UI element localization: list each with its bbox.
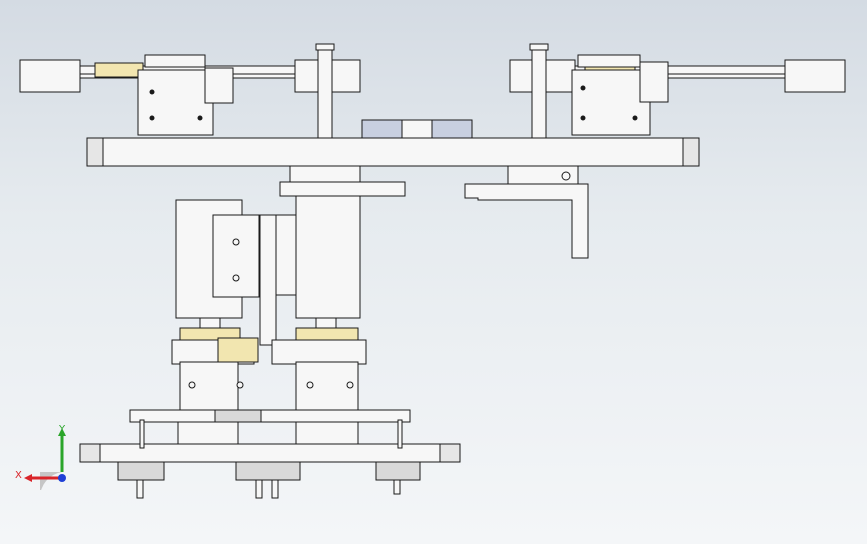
- foot-pin-4: [393, 479, 401, 495]
- upper-mount-plate: [129, 409, 411, 423]
- foot-pin-2: [255, 479, 263, 499]
- right-guide-frame: [271, 339, 367, 365]
- left-hub-collar: [289, 165, 361, 185]
- left-hub-flange: [279, 181, 406, 197]
- x-arrow-head: [24, 474, 32, 482]
- main-beam-right-cap: [682, 137, 700, 167]
- right-gripper-hole-3: [632, 115, 638, 121]
- foot-pin-1: [136, 479, 144, 499]
- left-arm-end-block: [19, 59, 81, 93]
- left-gripper-hole-3: [197, 115, 203, 121]
- guide-pin-left: [139, 419, 145, 449]
- left-arm-cream-slider: [94, 62, 144, 78]
- left-arm-assembly: [19, 54, 361, 136]
- left-gripper-hole-1: [149, 89, 155, 95]
- y-arrow-head: [58, 428, 66, 436]
- right-gripper-top: [577, 54, 641, 68]
- right-gripper-housing: [571, 69, 651, 136]
- right-shaft: [531, 45, 547, 139]
- hub-block-2: [401, 119, 433, 139]
- right-slide-screw-1: [306, 381, 314, 389]
- left-lower-body: [177, 421, 239, 445]
- right-arm-assembly: [509, 54, 846, 136]
- x-axis-label: X: [15, 470, 22, 481]
- center-cylinder-body: [295, 195, 361, 319]
- base-plate-left-cap: [79, 443, 101, 463]
- hub-block-3: [431, 119, 473, 139]
- main-beam: [86, 137, 700, 167]
- right-arm-end-block: [784, 59, 846, 93]
- left-rod-pair: [199, 317, 221, 329]
- foot-block-1: [117, 461, 165, 481]
- center-column: [275, 214, 297, 296]
- triad-quadrant: [39, 472, 62, 490]
- guide-pin-right: [397, 419, 403, 449]
- center-rod-pair: [315, 317, 337, 329]
- left-gripper-side: [204, 67, 234, 104]
- upper-mount-shade: [214, 409, 262, 423]
- left-cylinder-screw-2: [232, 274, 240, 282]
- left-cylinder-plate: [212, 214, 260, 298]
- right-lower-body: [295, 421, 359, 445]
- base-plate: [79, 443, 461, 463]
- coordinate-triad: [24, 428, 66, 490]
- main-beam-left-cap: [86, 137, 104, 167]
- right-gripper-hole-2: [580, 115, 586, 121]
- right-gripper-hole-1: [580, 85, 586, 91]
- foot-pin-3: [271, 479, 279, 499]
- left-gripper-hole-2: [149, 115, 155, 121]
- left-gripper-housing: [137, 69, 214, 136]
- left-slide-screw-2: [236, 381, 244, 389]
- left-gripper-top: [144, 54, 206, 68]
- foot-block-3: [375, 461, 421, 481]
- z-axis-dot: [58, 474, 66, 482]
- foot-block-2: [235, 461, 301, 481]
- right-gripper-side: [639, 61, 669, 103]
- hub-block-1: [361, 119, 403, 139]
- left-cylinder-screw-1: [232, 238, 240, 246]
- left-shaft-cap: [315, 43, 335, 51]
- y-axis-label: Y: [59, 424, 66, 435]
- left-slide-screw-1: [188, 381, 196, 389]
- left-guide-rod: [259, 214, 277, 346]
- right-shaft-cap: [529, 43, 549, 51]
- base-plate-right-cap: [439, 443, 461, 463]
- left-shaft: [317, 45, 333, 139]
- right-hub-screw: [561, 171, 571, 181]
- middle-guide-frame: [217, 337, 259, 363]
- right-slide-screw-2: [346, 381, 354, 389]
- right-l-bracket: [464, 183, 589, 259]
